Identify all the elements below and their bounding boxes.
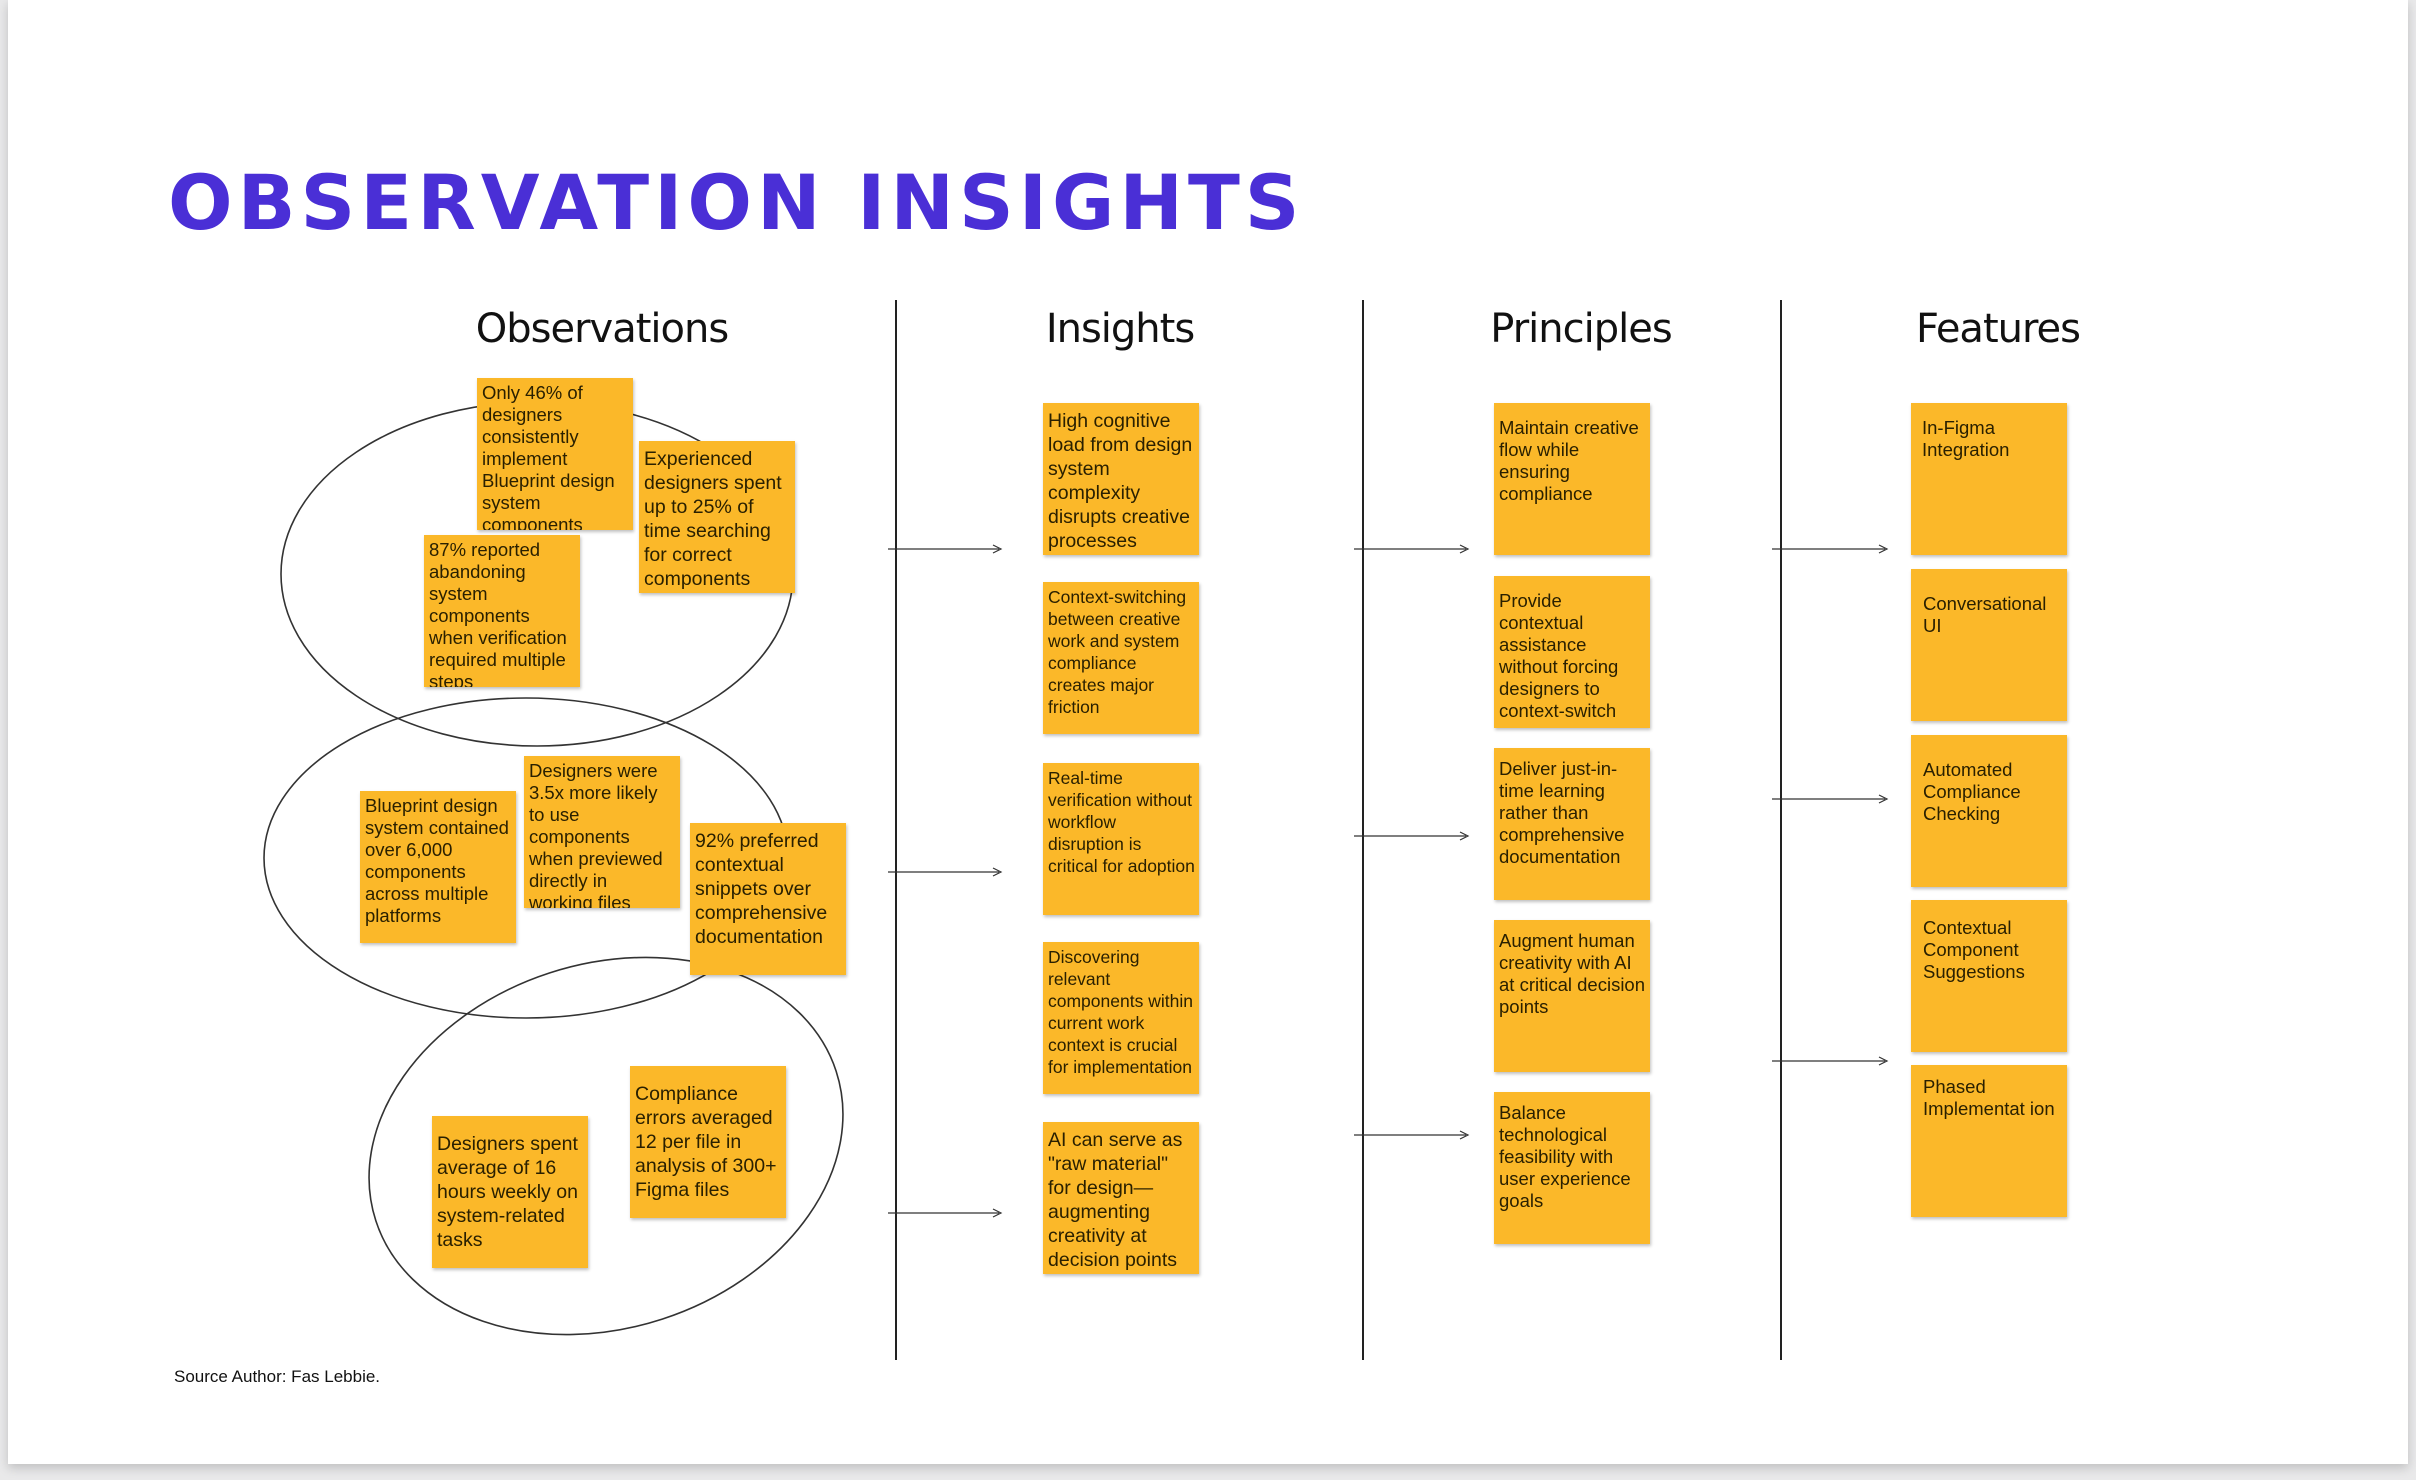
principle-note: Maintain creative flow while ensuring co… [1494,403,1650,555]
source-author: Source Author: Fas Lebbie. [174,1367,381,1386]
principle-note: Provide contextual assistance without fo… [1494,576,1650,728]
insight-note: Discovering relevant components within c… [1043,942,1199,1094]
column-divider [895,300,897,1360]
observation-note: Only 46% of designers consistently imple… [477,378,633,530]
principles-heading: Principles [1490,306,1672,352]
flow-arrow-icon [1354,831,1470,841]
observation-note: Experienced designers spent up to 25% of… [639,441,795,593]
insight-note: High cognitive load from design system c… [1043,403,1199,555]
insight-note: Real-time verification without workflow … [1043,763,1199,915]
observation-note: Designers spent average of 16 hours week… [432,1116,588,1268]
flow-arrow-icon [888,867,1003,877]
flow-arrow-icon [1772,794,1889,804]
flow-arrow-icon [1772,1056,1889,1066]
column-divider [1362,300,1364,1360]
flow-arrow-icon [1354,1130,1470,1140]
flow-arrow-icon [888,544,1003,554]
principle-note: Augment human creativity with AI at crit… [1494,920,1650,1072]
observation-note: Designers were 3.5x more likely to use c… [524,756,680,908]
observation-note: 87% reported abandoning system component… [424,535,580,687]
slide: OBSERVATION INSIGHTS Observations Insigh… [8,0,2408,1464]
feature-note: In-Figma Integration [1911,403,2067,555]
insight-note: Context-switching between creative work … [1043,582,1199,734]
insight-note: AI can serve as "raw material" for desig… [1043,1122,1199,1274]
flow-arrow-icon [1354,544,1470,554]
observation-note: Compliance errors averaged 12 per file i… [630,1066,786,1218]
observation-note: 92% preferred contextual snippets over c… [690,823,846,975]
observations-heading: Observations [475,306,729,352]
insights-heading: Insights [1045,306,1195,352]
page-title: OBSERVATION INSIGHTS [168,158,1305,247]
principle-note: Balance technological feasibility with u… [1494,1092,1650,1244]
observation-note: Blueprint design system contained over 6… [360,791,516,943]
feature-note: Contextual Component Suggestions [1911,900,2067,1052]
principle-note: Deliver just-in-time learning rather tha… [1494,748,1650,900]
flow-arrow-icon [1772,544,1889,554]
flow-arrow-icon [888,1208,1003,1218]
cluster-ellipse [368,956,844,1336]
features-heading: Features [1916,306,2081,352]
feature-note: Phased Implementat ion [1911,1065,2067,1217]
column-divider [1780,300,1782,1360]
feature-note: Automated Compliance Checking [1911,735,2067,887]
feature-note: Conversational UI [1911,569,2067,721]
